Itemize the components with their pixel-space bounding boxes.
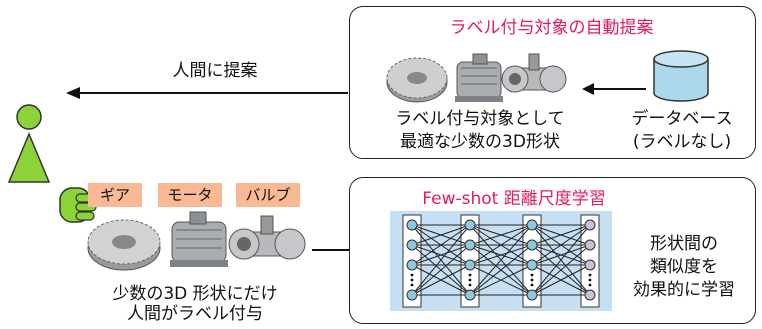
network-node bbox=[464, 239, 476, 251]
network-node bbox=[526, 259, 538, 271]
few-shot-learning-title: Few-shot 距離尺度学習 bbox=[422, 189, 606, 209]
ellipsis-dot bbox=[530, 278, 534, 282]
network-node bbox=[526, 239, 538, 251]
similarity-text-line2: 類似度を bbox=[650, 257, 718, 277]
network-node bbox=[406, 239, 418, 251]
network-node bbox=[464, 289, 476, 301]
network-node bbox=[406, 219, 418, 231]
ellipsis-dot bbox=[468, 283, 472, 287]
network-background bbox=[390, 211, 612, 311]
gear-shape-icon bbox=[386, 57, 448, 103]
label-motor: モータ bbox=[158, 183, 222, 207]
label-valve: バルブ bbox=[236, 183, 300, 207]
network-node bbox=[584, 239, 596, 251]
database-label-line2: (ラベルなし) bbox=[632, 132, 732, 152]
network-node bbox=[464, 259, 476, 271]
network-edge bbox=[469, 224, 533, 266]
ellipsis-dot bbox=[588, 283, 592, 287]
labeling-caption-line1: 少数の3D 形状にだけ bbox=[112, 284, 278, 304]
database-label-line1: データベース bbox=[631, 109, 733, 129]
database-icon bbox=[653, 50, 709, 102]
propose-to-human-arrow bbox=[66, 87, 348, 99]
valve-shape-icon bbox=[501, 53, 567, 93]
ellipsis-dot bbox=[530, 273, 534, 277]
motor-shape-icon bbox=[170, 211, 228, 267]
network-edge bbox=[531, 264, 591, 296]
network-node bbox=[584, 219, 596, 231]
label-gear: ギア bbox=[88, 183, 142, 207]
ellipsis-dot bbox=[410, 283, 414, 287]
network-edge bbox=[469, 224, 533, 246]
network-node bbox=[464, 219, 476, 231]
network-edge bbox=[411, 244, 471, 266]
neural-network-diagram bbox=[390, 211, 612, 311]
network-node bbox=[526, 289, 538, 301]
network-edge bbox=[411, 244, 471, 296]
ellipsis-dot bbox=[468, 273, 472, 277]
network-node bbox=[584, 289, 596, 301]
network-node bbox=[406, 259, 418, 271]
network-edge bbox=[531, 224, 591, 266]
hand-icon bbox=[59, 187, 97, 223]
network-edge bbox=[411, 224, 471, 246]
valve-shape-icon bbox=[228, 215, 306, 260]
ellipsis-dot bbox=[410, 278, 414, 282]
ellipsis-dot bbox=[588, 273, 592, 277]
labeled-shapes-illustration bbox=[87, 211, 306, 271]
network-edge bbox=[469, 224, 533, 296]
proposal-caption-line1: ラベル付与対象として bbox=[395, 109, 565, 129]
network-edge bbox=[469, 244, 533, 296]
network-node bbox=[584, 259, 596, 271]
network-edge bbox=[469, 244, 533, 266]
network-edge bbox=[411, 264, 471, 296]
network-node bbox=[406, 289, 418, 301]
similarity-text-line1: 形状間の bbox=[650, 234, 718, 254]
db-to-shapes-arrow bbox=[582, 83, 646, 95]
network-edge bbox=[531, 244, 591, 266]
network-edge bbox=[411, 224, 471, 266]
ellipsis-dot bbox=[468, 278, 472, 282]
proposed-shapes-illustration bbox=[386, 53, 567, 103]
motor-shape-icon bbox=[455, 53, 503, 102]
auto-proposal-title: ラベル付与対象の自動提案 bbox=[449, 18, 654, 38]
ellipsis-dot bbox=[410, 273, 414, 277]
network-edge bbox=[469, 264, 533, 296]
propose-to-human-text: 人間に提案 bbox=[172, 61, 258, 81]
network-edge bbox=[531, 224, 591, 246]
gear-shape-icon bbox=[87, 219, 161, 271]
network-edge bbox=[531, 244, 591, 296]
labeling-caption-line2: 人間がラベル付与 bbox=[127, 304, 263, 324]
network-edge bbox=[531, 224, 591, 296]
person-icon bbox=[7, 104, 51, 183]
similarity-text-line3: 効果的に学習 bbox=[633, 280, 735, 300]
proposal-caption-line2: 最適な少数の3D形状 bbox=[400, 132, 560, 152]
ellipsis-dot bbox=[530, 283, 534, 287]
network-node bbox=[526, 219, 538, 231]
network-edge bbox=[411, 224, 471, 296]
ellipsis-dot bbox=[588, 278, 592, 282]
